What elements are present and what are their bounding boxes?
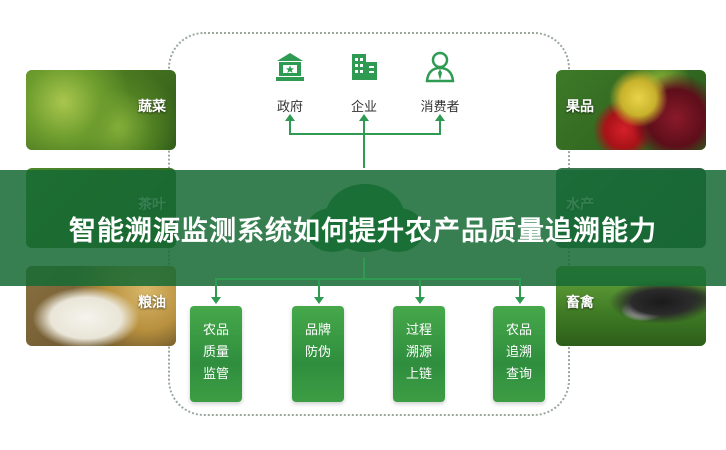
consumer-icon <box>425 51 455 83</box>
connector-top <box>289 133 441 135</box>
arrow-down-4 <box>515 278 525 304</box>
function-text: 过程 <box>405 323 432 338</box>
function-box-brand-anticounterfeit: 品牌 防伪 <box>292 306 344 402</box>
function-text: 上链 <box>405 367 432 382</box>
stakeholder-consumer: 消费者 <box>410 50 470 115</box>
category-label: 畜禽 <box>566 295 594 311</box>
function-text: 品牌 <box>304 323 331 338</box>
category-label: 粮油 <box>138 295 166 311</box>
function-text: 追溯 <box>505 345 532 360</box>
function-text: 防伪 <box>304 345 331 360</box>
stakeholder-enterprise: 企业 <box>334 50 394 115</box>
arrow-up-enterprise <box>359 114 369 168</box>
stakeholder-label: 政府 <box>276 100 303 115</box>
function-text: 溯源 <box>405 345 432 360</box>
function-box-quality-supervision: 农品 质量 监管 <box>190 306 242 402</box>
function-box-process-tracing: 过程 溯源 上链 <box>393 306 445 402</box>
enterprise-icon <box>352 54 377 80</box>
function-text: 质量 <box>202 345 229 360</box>
government-icon <box>276 53 304 81</box>
arrow-up-government <box>285 114 295 134</box>
category-card-vegetables: 蔬菜 <box>26 70 176 150</box>
arrow-down-1 <box>211 278 221 304</box>
category-card-fruits: 果品 <box>556 70 706 150</box>
stakeholder-label: 消费者 <box>420 100 460 115</box>
connector-cloud-down <box>363 258 365 278</box>
fruits-image <box>556 70 706 150</box>
function-box-trace-query: 农品 追溯 查询 <box>493 306 545 402</box>
category-label: 果品 <box>566 99 594 115</box>
function-text: 监管 <box>202 367 229 382</box>
function-text: 查询 <box>505 367 532 382</box>
arrow-up-consumer <box>435 114 445 134</box>
connector-bottom <box>215 278 521 280</box>
stakeholder-government: 政府 <box>260 50 320 115</box>
page-title: 智能溯源监测系统如何提升农产品质量追溯能力 <box>69 215 657 247</box>
vegetables-image <box>26 70 176 150</box>
arrow-down-3 <box>415 278 425 304</box>
stakeholder-label: 企业 <box>350 100 377 115</box>
arrow-down-2 <box>314 278 324 304</box>
function-text: 农品 <box>202 323 229 338</box>
function-text: 农品 <box>505 323 532 338</box>
category-label: 蔬菜 <box>138 99 166 115</box>
